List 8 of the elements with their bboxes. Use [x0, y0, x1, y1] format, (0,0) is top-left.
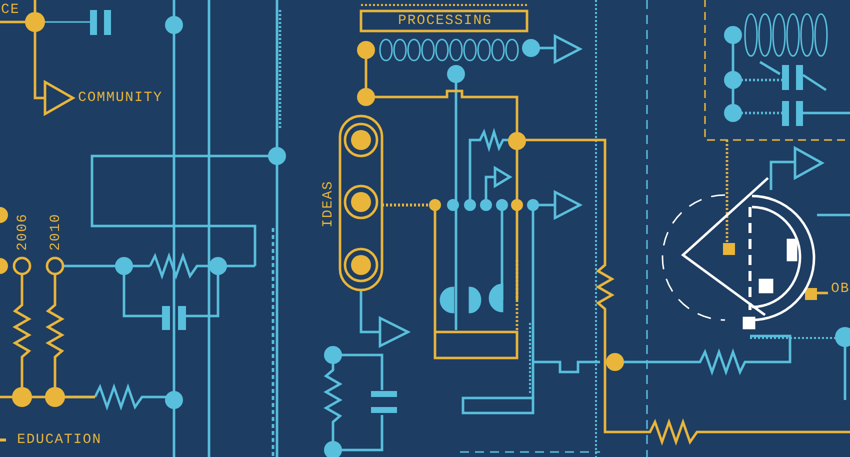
circuit-label: COMMUNITY — [78, 90, 163, 106]
circuit-label: EDUCATION — [17, 432, 102, 448]
circuit-label: IDEAS — [320, 180, 336, 228]
year-label: 2006 — [14, 213, 31, 251]
circuit-label: CE — [1, 2, 20, 18]
circuit-label: OB — [831, 281, 850, 297]
year-label: 2010 — [48, 213, 64, 251]
circuit-label: PROCESSING — [398, 13, 492, 29]
